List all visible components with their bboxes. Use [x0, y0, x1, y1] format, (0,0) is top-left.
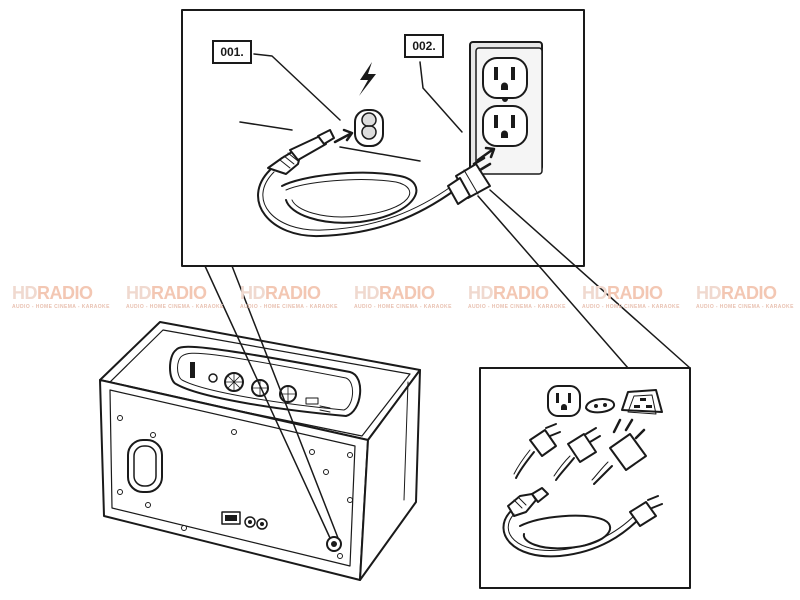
uk-plug — [591, 418, 647, 485]
indicator-light — [208, 373, 218, 383]
watermark-tagline: AUDIO - HOME CINEMA - KARAOKE — [240, 304, 338, 310]
lightning-bolt-icon — [359, 62, 376, 96]
watermark-hd-text: HD — [468, 283, 494, 303]
uk-outlet-icon — [621, 389, 663, 415]
watermark-hd-text: HD — [240, 283, 266, 303]
step-001-leader — [253, 53, 341, 121]
us-plug — [513, 423, 561, 479]
power-inlet-figure8-icon — [354, 109, 384, 147]
watermark-hd-text: HD — [696, 283, 722, 303]
speaker-illustration — [99, 321, 421, 581]
watermark-wordmark: HDRADIO — [582, 284, 680, 302]
watermark-tagline: AUDIO - HOME CINEMA - KARAOKE — [354, 304, 452, 310]
watermark-wordmark: HDRADIO — [12, 284, 110, 302]
watermark-tagline: AUDIO - HOME CINEMA - KARAOKE — [12, 304, 110, 310]
watermark-tagline: AUDIO - HOME CINEMA - KARAOKE — [582, 304, 680, 310]
watermark-radio-text: RADIO — [721, 283, 777, 303]
callout-line-right — [231, 265, 339, 539]
watermark-radio-text: RADIO — [265, 283, 321, 303]
wall-plate — [469, 41, 543, 175]
watermark-hd-text: HD — [126, 283, 152, 303]
panel-edge-line-2 — [339, 146, 421, 162]
watermark-radio-text: RADIO — [37, 283, 93, 303]
screws — [117, 415, 353, 559]
watermark-tagline: AUDIO - HOME CINEMA - KARAOKE — [696, 304, 794, 310]
source-button — [305, 397, 319, 405]
arrow-up-right-icon — [476, 146, 496, 162]
eu-outlet-icon — [585, 398, 615, 414]
power-cord — [257, 169, 456, 238]
watermark-radio-text: RADIO — [493, 283, 549, 303]
power-inlet-port — [326, 536, 342, 552]
us-plug-small — [629, 495, 663, 527]
eu-plug — [553, 427, 601, 481]
watermark-tagline: AUDIO - HOME CINEMA - KARAOKE — [126, 304, 224, 310]
rear-connectors — [221, 511, 342, 552]
control-panel — [169, 345, 362, 417]
c7-connector-small — [507, 487, 549, 517]
watermark-wordmark: HDRADIO — [696, 284, 794, 302]
watermark-hd-text: HD — [12, 283, 38, 303]
us-outlet-icon — [482, 105, 528, 147]
step-001-label: 001. — [212, 40, 252, 64]
wall-plug — [447, 156, 492, 205]
watermark-wordmark: HDRADIO — [240, 284, 338, 302]
arrow-right-icon — [333, 128, 354, 144]
power-switch — [190, 362, 195, 378]
callout-line-plug-2 — [489, 189, 691, 369]
watermark-radio-text: RADIO — [151, 283, 207, 303]
watermark-radio-text: RADIO — [379, 283, 435, 303]
step-002-leader — [419, 61, 463, 133]
volume-knob — [224, 372, 244, 392]
regional-plugs-panel — [479, 367, 691, 589]
watermark-hd-text: HD — [582, 283, 608, 303]
step-002-label: 002. — [404, 34, 444, 58]
watermark-wordmark: HDRADIO — [126, 284, 224, 302]
us-outlet-icon — [482, 57, 528, 99]
watermark-hd-text: HD — [354, 283, 380, 303]
c7-connector — [267, 129, 335, 175]
watermark-radio-text: RADIO — [607, 283, 663, 303]
bass-port — [127, 439, 163, 493]
watermark-tagline: AUDIO - HOME CINEMA - KARAOKE — [468, 304, 566, 310]
watermark-wordmark: HDRADIO — [468, 284, 566, 302]
bass-knob — [251, 379, 269, 397]
panel-edge-line — [239, 121, 293, 131]
power-cord-small — [502, 511, 641, 558]
callout-line-left — [204, 265, 331, 539]
us-outlet-icon — [547, 385, 581, 417]
callout-line-plug-1 — [477, 195, 629, 369]
watermark-wordmark: HDRADIO — [354, 284, 452, 302]
